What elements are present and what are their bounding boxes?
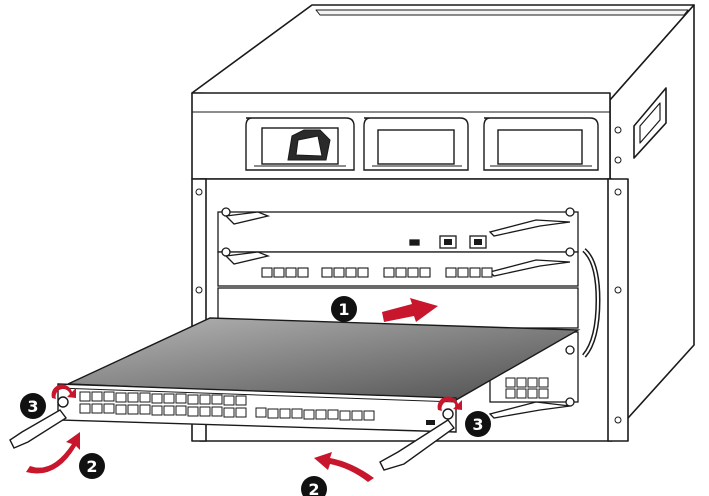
ejector-lever-icon[interactable]	[488, 401, 571, 419]
screw-icon[interactable]	[565, 247, 575, 257]
curved-arrow-icon	[26, 432, 80, 474]
chassis-top-inset	[315, 9, 689, 16]
screw-icon[interactable]	[57, 396, 69, 408]
step-number: 3	[472, 415, 483, 434]
slot-card-1	[217, 207, 579, 253]
step-badge-3-right: 3	[465, 411, 491, 437]
faceplate-port-row-top	[79, 391, 247, 406]
faceplate-port-row-bottom	[79, 403, 375, 421]
curved-arrow-icon	[51, 384, 76, 399]
usb-port-icon	[409, 239, 420, 246]
rack-ear-holes	[195, 126, 622, 424]
step-number: 2	[86, 457, 97, 476]
step-badge-2-right: 2	[301, 476, 327, 496]
screw-icon[interactable]	[565, 345, 575, 355]
screw-icon[interactable]	[442, 408, 454, 420]
side-handle	[633, 87, 667, 159]
annotation-arrows	[26, 298, 462, 482]
power-supply-module-3[interactable]	[483, 117, 599, 171]
curved-arrow-icon	[314, 452, 374, 482]
chassis-top	[191, 4, 695, 101]
inserting-card[interactable]	[9, 317, 581, 471]
screw-icon[interactable]	[565, 207, 575, 217]
curved-arrow-icon	[437, 396, 462, 411]
screw-icon[interactable]	[221, 207, 231, 217]
ejector-lever-icon[interactable]	[379, 419, 455, 471]
step-badge-2-left: 2	[79, 453, 105, 479]
card-faceplate	[57, 383, 457, 433]
ejector-lever-icon[interactable]	[9, 409, 68, 449]
screw-icon[interactable]	[565, 397, 575, 407]
installed-cards	[217, 207, 579, 419]
power-supply-bay	[245, 117, 599, 171]
step-number: 3	[27, 397, 38, 416]
power-supply-module-2[interactable]	[363, 117, 469, 171]
slot-card-2	[217, 247, 579, 287]
port-row	[261, 267, 493, 278]
step-number: 2	[308, 480, 319, 496]
ejector-lever-icon[interactable]	[488, 219, 571, 237]
step-number: 1	[338, 300, 349, 319]
ejector-lever-icon[interactable]	[224, 211, 271, 225]
ejector-lever-icon[interactable]	[224, 251, 271, 265]
right-rack-ear	[607, 178, 629, 442]
screw-icon[interactable]	[221, 247, 231, 257]
step-badge-1: 1	[331, 296, 357, 322]
insert-arrow-icon	[382, 298, 438, 322]
power-supply-module-1[interactable]	[245, 117, 355, 171]
step-badge-3-left: 3	[20, 393, 46, 419]
